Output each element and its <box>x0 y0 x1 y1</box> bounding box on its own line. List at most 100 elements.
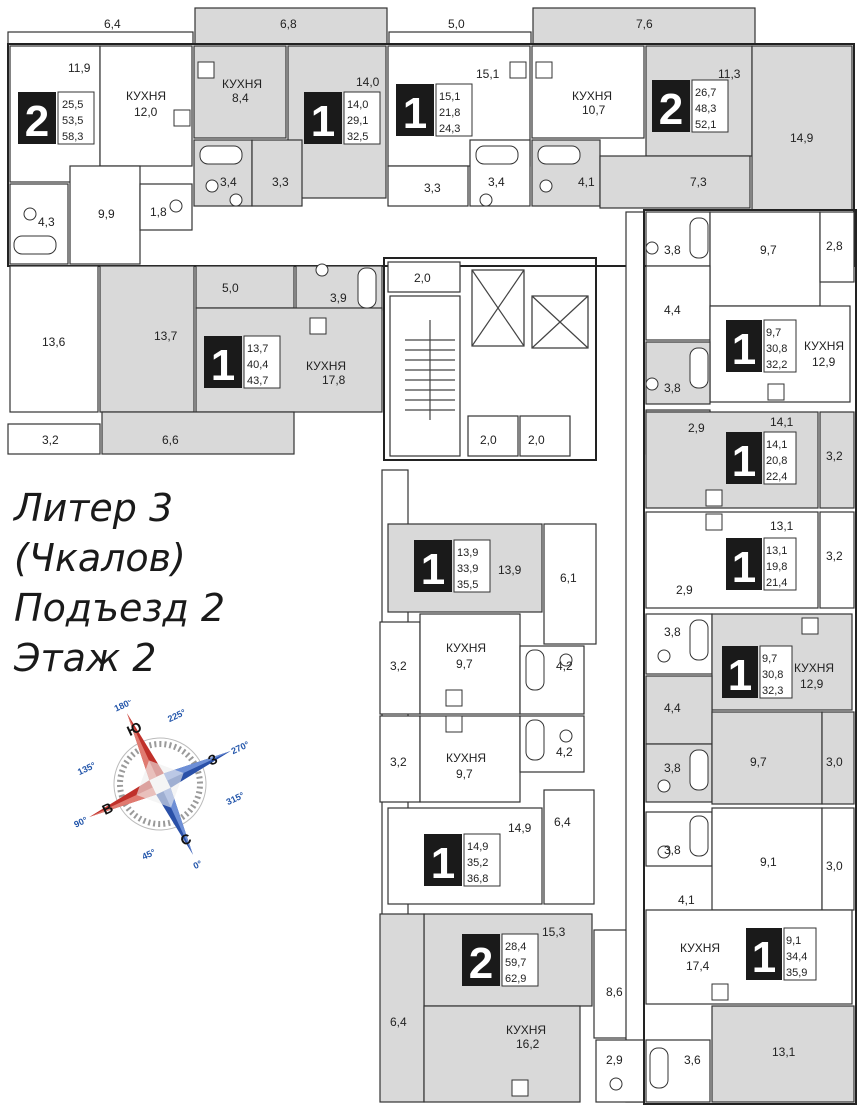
right-outer-wall <box>643 209 857 1105</box>
compass-deg-nw: 135° <box>76 760 97 777</box>
room-area: 4,4 <box>664 303 681 317</box>
room-area: 6,4 <box>390 1015 407 1029</box>
bathtub-icon <box>649 1047 669 1089</box>
room-3-2-c <box>819 411 855 509</box>
toilet-icon <box>645 377 659 391</box>
room-area: 12,9 <box>812 355 836 369</box>
kitchen-label: КУХНЯ <box>680 941 720 955</box>
apartment-area-total: 29,1 <box>347 115 368 127</box>
room-area: 13,9 <box>498 563 522 577</box>
apartment-area-total: 20,8 <box>766 455 787 467</box>
compass-rose: Ю З С В 180° 270° 0° 90° 225° 315° 45° 1… <box>72 700 251 870</box>
room-area: 6,6 <box>162 433 179 447</box>
balcony-3-2 <box>7 423 101 455</box>
caption-line-2: (Чкалов) <box>14 536 186 580</box>
stair-steps <box>405 320 455 420</box>
room-area: 6,8 <box>280 17 297 31</box>
room-area: 3,6 <box>684 1053 701 1067</box>
kitchen-label: КУХНЯ <box>306 359 346 373</box>
compass-deg-sw: 45° <box>140 847 157 862</box>
caption-line-3: Подъезд 2 <box>14 586 226 630</box>
toilet-icon <box>657 845 671 859</box>
toilet-icon <box>645 241 659 255</box>
toilet-icon <box>609 1077 623 1091</box>
room-area: 12,0 <box>134 105 158 119</box>
apartment-badge: 1 9,7 30,8 32,3 <box>722 645 793 700</box>
bathtub-icon <box>689 347 709 389</box>
stove-icon <box>173 109 191 127</box>
room-5-0 <box>195 265 295 309</box>
balcony-6-6 <box>101 411 295 455</box>
stove-icon <box>801 617 819 635</box>
apartment-badge: 1 14,0 29,1 32,5 <box>304 91 381 146</box>
room-13-6 <box>9 265 99 413</box>
room-kitchen-8-4 <box>193 45 287 139</box>
kitchen-label: КУХНЯ <box>572 89 612 103</box>
room-kitchen-16-2 <box>423 1005 581 1103</box>
toilet-icon <box>539 179 553 193</box>
room-area: 4,2 <box>556 659 573 673</box>
room-area: 17,4 <box>686 959 710 973</box>
room-area: 13,1 <box>772 1045 796 1059</box>
room-kitchen-9-7-a <box>419 613 521 715</box>
room-area: 14,0 <box>356 75 380 89</box>
room-area: 4,3 <box>38 215 55 229</box>
compass-deg-left: 90° <box>72 815 89 830</box>
apartment-area-total: 19,8 <box>766 561 787 573</box>
room-3-0-a <box>821 711 855 805</box>
apartment-badge: 2 25,5 53,5 58,3 <box>18 91 95 146</box>
room-area: 7,6 <box>636 17 653 31</box>
apartment-badge: 2 26,7 48,3 52,1 <box>652 79 729 134</box>
room-area: 3,4 <box>220 175 237 189</box>
stove-icon <box>705 513 723 531</box>
bathtub-icon <box>689 749 709 791</box>
apartment-area-full: 32,5 <box>347 131 368 143</box>
apartment-area-total: 53,5 <box>62 115 83 127</box>
room-13-9 <box>387 523 543 613</box>
room-area: 13,1 <box>770 519 794 533</box>
apartment-area-living: 14,9 <box>467 841 488 853</box>
room-kitchen-10-7 <box>531 45 645 139</box>
room-area: 8,4 <box>232 91 249 105</box>
apartment-area-total: 40,4 <box>247 359 268 371</box>
apartment-area-total: 48,3 <box>695 103 716 115</box>
room-area: 3,2 <box>42 433 59 447</box>
toilet-icon <box>205 179 219 193</box>
kitchen-label: КУХНЯ <box>446 751 486 765</box>
apartment-rooms: 1 <box>752 933 776 982</box>
bathtub-icon <box>689 815 709 857</box>
room-area: 11,9 <box>68 61 91 75</box>
apartment-rooms: 1 <box>403 89 427 138</box>
room-4-4-a <box>645 265 711 341</box>
apartment-rooms: 1 <box>421 545 445 594</box>
stove-icon <box>445 715 463 733</box>
apartment-area-full: 58,3 <box>62 131 83 143</box>
balcony-4 <box>532 7 756 45</box>
room-6-1 <box>543 523 597 645</box>
apartment-area-full: 32,3 <box>762 685 783 697</box>
apartment-rooms: 1 <box>732 543 756 592</box>
room-6-4-a <box>543 789 595 905</box>
room-hall-9-9 <box>69 165 141 265</box>
bathtub-icon <box>357 267 377 309</box>
room-13-1-b <box>711 1005 855 1103</box>
bathtub-icon <box>525 649 545 691</box>
room-area: 16,2 <box>516 1037 540 1051</box>
kitchen-label: КУХНЯ <box>222 77 262 91</box>
room-area: 3,2 <box>390 659 407 673</box>
room-area: 13,6 <box>42 335 66 349</box>
room-area: 3,2 <box>826 549 843 563</box>
room-area: 3,4 <box>488 175 505 189</box>
bathtub-icon <box>537 145 581 165</box>
bathtub-icon <box>475 145 519 165</box>
stove-icon <box>711 983 729 1001</box>
room-area: 9,7 <box>456 657 473 671</box>
kitchen-label: КУХНЯ <box>506 1023 546 1037</box>
core-outline <box>383 257 597 461</box>
bathtub-icon <box>13 235 57 255</box>
kitchen-labels: КУХНЯ КУХНЯ КУХНЯ КУХНЯ КУХНЯ КУХНЯ КУХН… <box>126 77 844 1037</box>
apartment-rooms: 1 <box>732 325 756 374</box>
room-area: 3,2 <box>390 755 407 769</box>
compass-label-n: Ю <box>124 718 144 739</box>
room-area: 2,0 <box>480 433 497 447</box>
